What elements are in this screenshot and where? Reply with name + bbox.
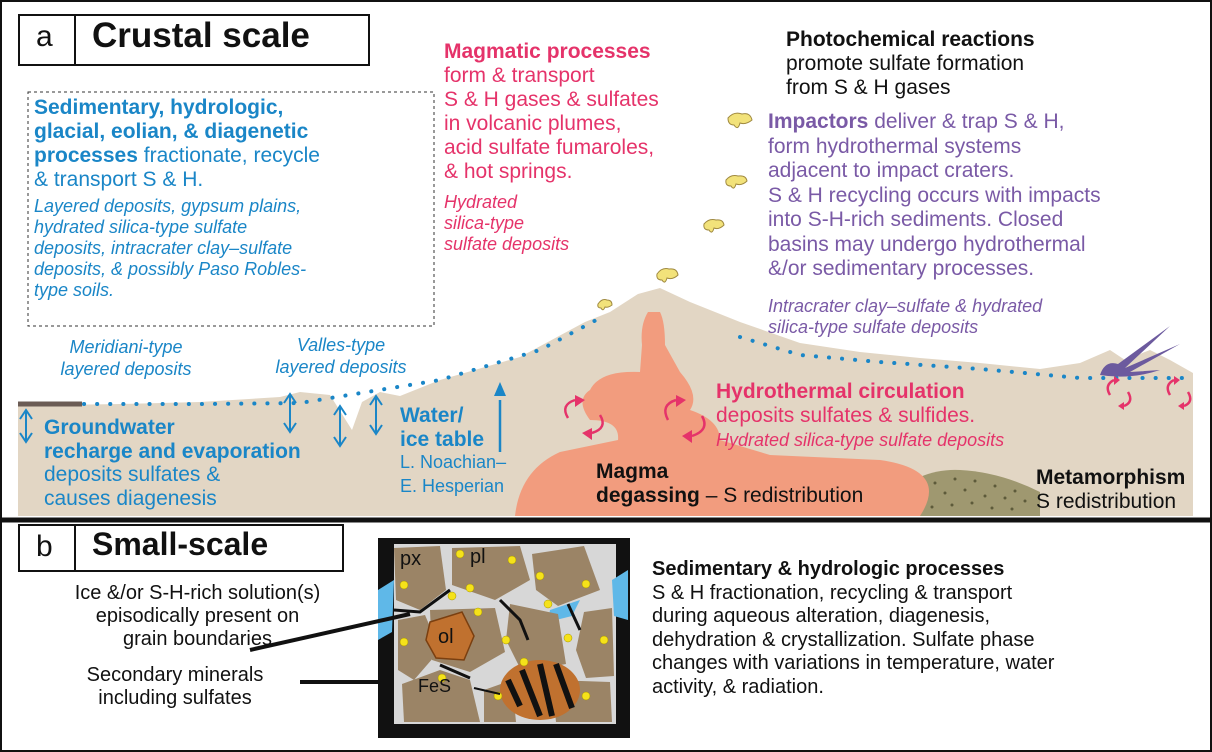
- metamorphism-label: Metamorphism S redistribution: [1036, 466, 1185, 514]
- sedimentary-heading: Sedimentary, hydrologic, glacial, eolian…: [34, 96, 320, 192]
- hydrothermal-label: Hydrothermal circulation deposits sulfat…: [716, 380, 1004, 452]
- grain-label-ol: ol: [438, 626, 454, 649]
- grain-label-fes: FeS: [418, 676, 451, 697]
- panel-a-title: Crustal scale: [92, 16, 310, 57]
- meridiani-label: Meridiani-type layered deposits: [36, 336, 216, 380]
- grain-label-px: px: [400, 548, 421, 571]
- small-scale-processes-label: Sedimentary & hydrologic processes S & H…: [652, 558, 1054, 699]
- panel-b-title: Small-scale: [92, 526, 268, 563]
- striped-grain: [500, 660, 580, 720]
- magmatic-label: Magmatic processes form & transport S & …: [444, 40, 659, 184]
- valles-label: Valles-type layered deposits: [246, 334, 436, 378]
- sedimentary-examples: Layered deposits, gypsum plains, hydrate…: [34, 196, 306, 301]
- magma-label: Magma degassing – S redistribution: [596, 460, 863, 508]
- impactors-examples: Intracrater clay–sulfate & hydrated sili…: [768, 296, 1042, 338]
- magmatic-examples: Hydrated silica-type sulfate deposits: [444, 192, 569, 255]
- panel-a-letter: a: [36, 20, 53, 54]
- ice-label: Ice &/or S-H-rich solution(s) episodical…: [20, 582, 375, 651]
- impactors-label: Impactors deliver & trap S & H, form hyd…: [768, 110, 1101, 282]
- groundwater-label: Groundwater recharge and evaporation dep…: [44, 416, 301, 510]
- panel-b-letter: b: [36, 530, 53, 564]
- grain-label-pl: pl: [470, 546, 486, 569]
- water-table-label: Water/ ice table L. Noachian– E. Hesperi…: [400, 404, 506, 498]
- secondary-label: Secondary minerals including sulfates: [50, 664, 300, 710]
- photochemical-label: Photochemical reactions promote sulfate …: [786, 28, 1035, 100]
